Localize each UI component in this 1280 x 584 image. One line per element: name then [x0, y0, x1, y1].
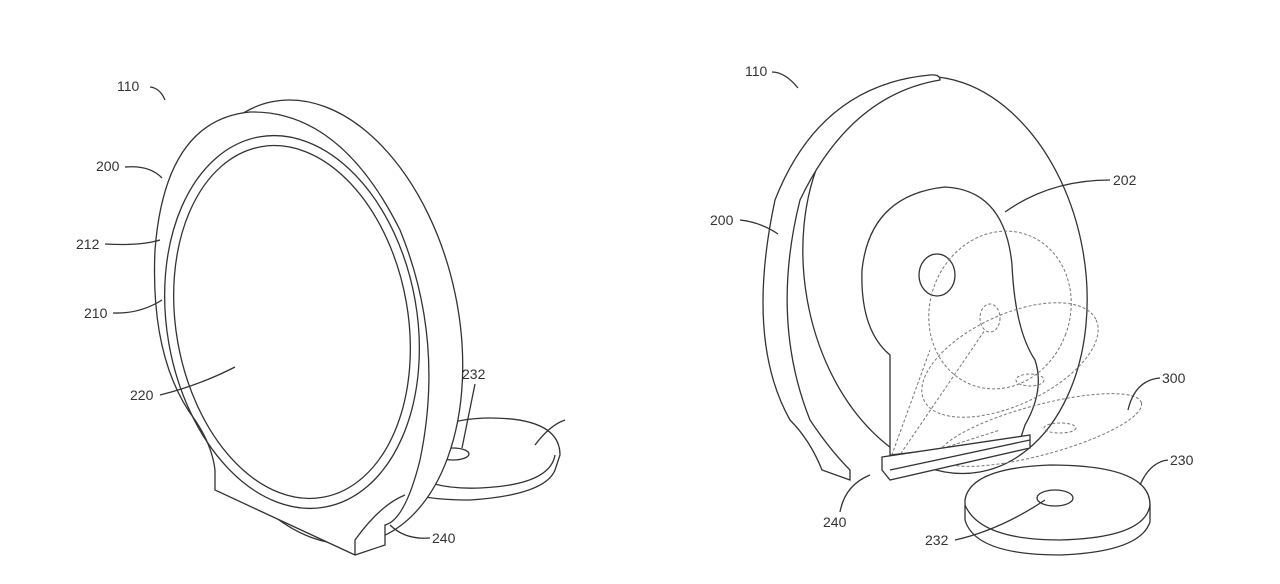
label-110-left: 110: [117, 78, 140, 94]
left-lens-220: [173, 144, 411, 500]
right-plate-202: [861, 186, 1039, 456]
label-202-right: 202: [1113, 172, 1137, 188]
label-240-right: 240: [823, 514, 847, 530]
label-232-left: 232: [462, 366, 486, 382]
label-210-left: 210: [84, 305, 108, 321]
label-200-right: 200: [710, 212, 734, 228]
label-230-right: 230: [1170, 452, 1194, 468]
right-accessory-300-phantom: [889, 230, 1143, 467]
right-disc-front: [762, 74, 941, 481]
left-device: [104, 86, 566, 556]
label-220-left: 220: [130, 387, 154, 403]
label-110-right: 110: [745, 63, 768, 79]
label-240-left: 240: [432, 530, 456, 546]
label-232-right: 232: [925, 532, 949, 548]
left-ring-front: [153, 111, 430, 556]
right-stand-240: [881, 434, 1031, 481]
right-device: [739, 71, 1169, 556]
label-212-left: 212: [76, 236, 100, 252]
label-300-right: 300: [1162, 370, 1186, 386]
right-base-230: [964, 464, 1151, 556]
label-200-left: 200: [96, 158, 120, 174]
right-hole-232: [1036, 489, 1074, 507]
